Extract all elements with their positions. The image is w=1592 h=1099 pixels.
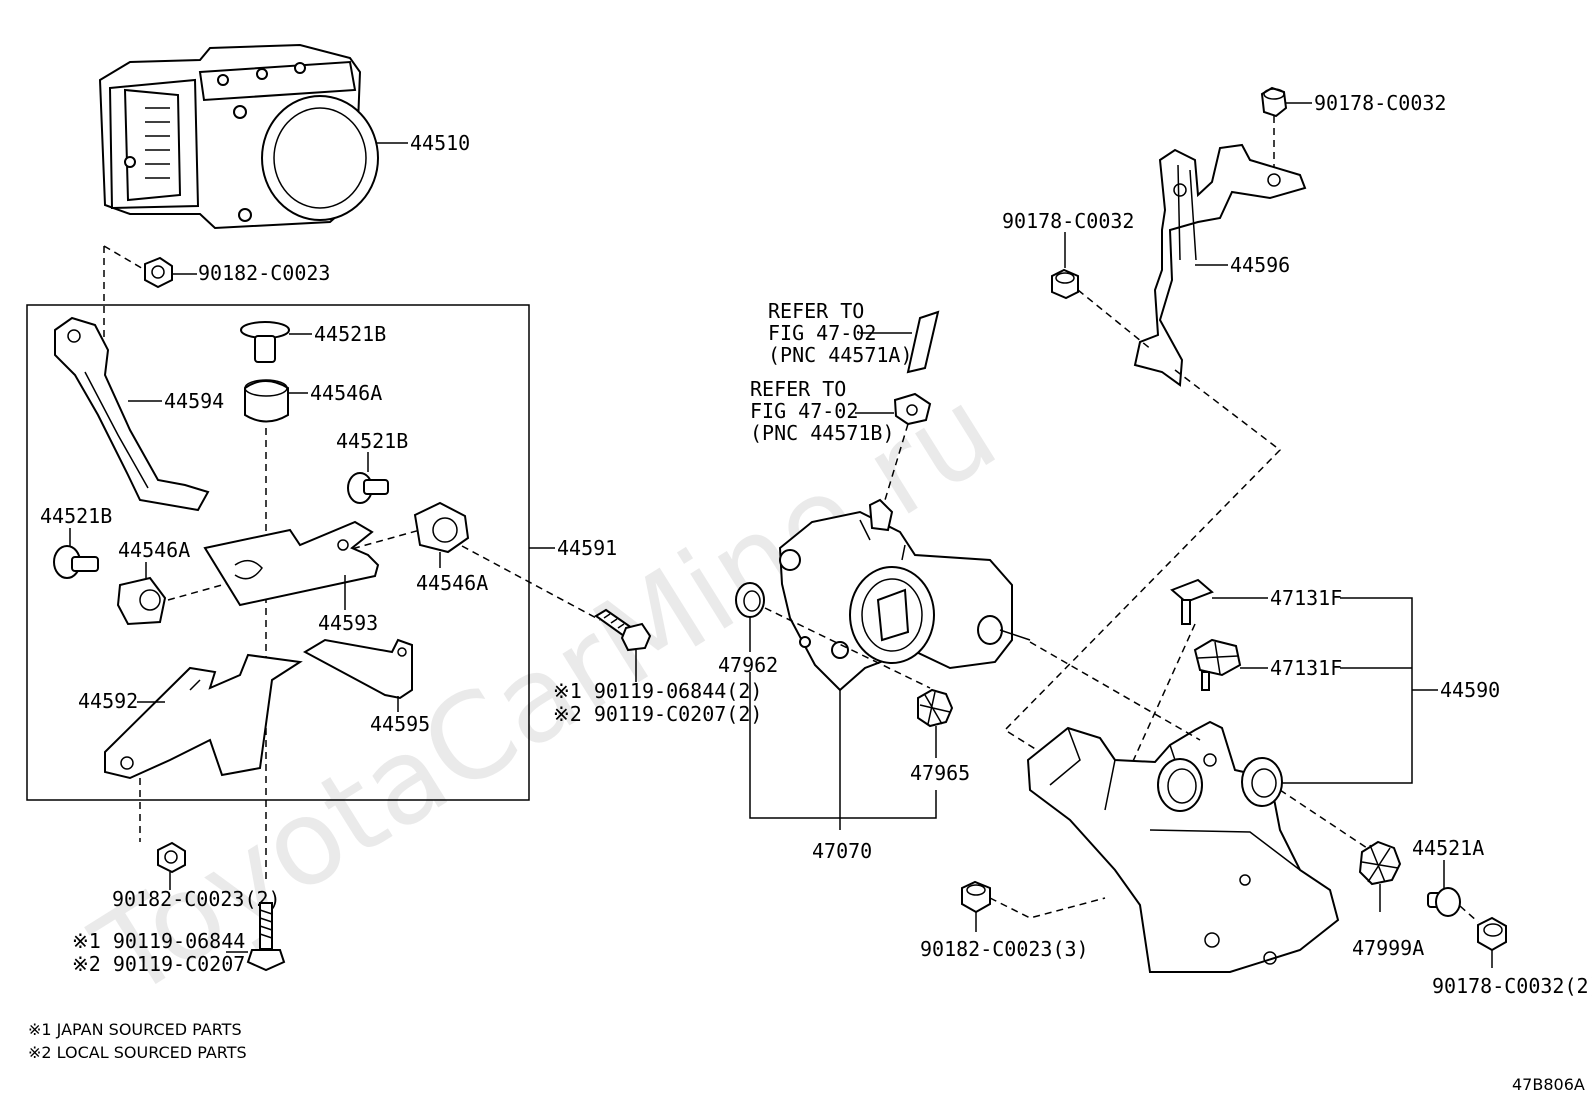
bracket-44593[interactable] <box>203 520 380 607</box>
kit-box-44591 <box>26 304 530 801</box>
label-44521a: 44521A <box>1412 836 1484 860</box>
pipe-44571a[interactable] <box>906 310 940 374</box>
label-47999a: 47999A <box>1352 936 1424 960</box>
clip-44571b[interactable] <box>893 392 932 426</box>
label-44590: 44590 <box>1440 678 1500 702</box>
label-44546a-right: 44546A <box>416 571 488 595</box>
nut-90182-c0023-3[interactable] <box>961 880 991 914</box>
label-44593: 44593 <box>318 611 378 635</box>
refer-b-line3: (PNC 44571B) <box>750 421 895 445</box>
seal-47962[interactable] <box>735 582 765 618</box>
label-90182-c0023-2: 90182-C0023(2) <box>112 887 281 911</box>
dash-to-bolt-mid <box>461 545 601 621</box>
grommet-44546a-top[interactable] <box>244 379 289 423</box>
note-japan-sourced: ※1 JAPAN SOURCED PARTS <box>28 1020 242 1039</box>
label-44592: 44592 <box>78 689 138 713</box>
label-44546a-left: 44546A <box>118 538 190 562</box>
bolt-44521b-mid[interactable] <box>347 472 389 504</box>
label-bolt-mid-1: ※1 90119-06844(2) <box>553 679 762 703</box>
bolt-44521b-top[interactable] <box>240 321 290 363</box>
label-bolt-bottom-1: ※1 90119-06844 <box>72 929 245 953</box>
label-44546a-top: 44546A <box>310 381 382 405</box>
bolt-44521a[interactable] <box>1427 887 1461 917</box>
label-47131f-2: 47131F <box>1270 656 1342 680</box>
dash-90182-c0023-3 <box>989 897 1106 919</box>
dash-47131f <box>1119 623 1196 791</box>
dash-long-diagonal <box>1003 369 1282 756</box>
label-90182-c0023-3: 90182-C0023(3) <box>920 937 1089 961</box>
bushing-47999a[interactable] <box>1358 840 1402 886</box>
label-44594: 44594 <box>164 389 224 413</box>
label-44510: 44510 <box>410 131 470 155</box>
nut-90182-c0023-2[interactable] <box>157 841 186 874</box>
dash-grommet-left <box>167 529 421 601</box>
dash-refer-b <box>884 423 909 501</box>
label-90178-c0032-left: 90178-C0032 <box>1002 209 1134 233</box>
label-90178-c0032-top: 90178-C0032 <box>1314 91 1446 115</box>
bracket-44596[interactable] <box>1133 143 1307 387</box>
label-44591: 44591 <box>557 536 617 560</box>
bracket-44594[interactable] <box>54 316 210 512</box>
pin-47131f-second[interactable] <box>1193 638 1242 691</box>
label-44521b-top: 44521B <box>314 322 386 346</box>
group-bracket-44590 <box>1272 597 1438 784</box>
bolt-mid-90119[interactable] <box>594 608 652 652</box>
label-bolt-bottom-2: ※2 90119-C0207 <box>72 952 245 976</box>
nut-90182-c0023[interactable] <box>144 256 173 289</box>
figure-code: 47B806A <box>1512 1075 1585 1094</box>
label-47131f-1: 47131F <box>1270 586 1342 610</box>
group-bracket-47070 <box>749 672 937 819</box>
nut-90178-c0032-left[interactable] <box>1051 268 1079 300</box>
dash-grommet-right <box>1279 789 1371 851</box>
bracket-44595[interactable] <box>302 638 413 700</box>
label-bolt-mid-2: ※2 90119-C0207(2) <box>553 702 762 726</box>
label-47965: 47965 <box>910 761 970 785</box>
grommet-44546a-left[interactable] <box>116 576 167 626</box>
dash-nut-top <box>103 245 146 345</box>
bolt-bottom-90119[interactable] <box>246 902 286 972</box>
bolt-44521b-left[interactable] <box>53 545 99 579</box>
refer-b-line2: FIG 47-02 <box>750 399 858 423</box>
grommet-bracket-right[interactable] <box>1241 757 1283 807</box>
label-47070: 47070 <box>812 839 872 863</box>
refer-a-line1: REFER TO <box>768 299 864 323</box>
refer-a-line2: FIG 47-02 <box>768 321 876 345</box>
bushing-47965[interactable] <box>917 688 954 728</box>
label-47962: 47962 <box>718 653 778 677</box>
label-90178-c0032-2: 90178-C0032(2) <box>1432 974 1592 998</box>
note-local-sourced: ※2 LOCAL SOURCED PARTS <box>28 1043 247 1062</box>
nut-90178-c0032-2[interactable] <box>1477 916 1507 952</box>
refer-b-line1: REFER TO <box>750 377 846 401</box>
refer-a-line3: (PNC 44571A) <box>768 343 913 367</box>
dash-bolt-to-bracket <box>1029 641 1201 741</box>
label-44596: 44596 <box>1230 253 1290 277</box>
label-44595: 44595 <box>370 712 430 736</box>
label-44521b-left: 44521B <box>40 504 112 528</box>
dash-47962 <box>764 607 931 689</box>
dash-nut-left <box>1077 289 1153 351</box>
bracket-44592[interactable] <box>104 653 303 780</box>
nut-90178-c0032-top[interactable] <box>1260 86 1288 118</box>
label-90182-c0023: 90182-C0023 <box>198 261 330 285</box>
actuator-bracket-main[interactable] <box>1026 720 1340 973</box>
label-44521b-mid: 44521B <box>336 429 408 453</box>
abs-actuator-44510[interactable] <box>98 43 379 230</box>
pin-47131f-top[interactable] <box>1170 578 1214 625</box>
pump-motor-47070[interactable] <box>778 498 1031 692</box>
grommet-44546a-right[interactable] <box>413 501 470 554</box>
dash-44521a-nut <box>1459 905 1479 923</box>
